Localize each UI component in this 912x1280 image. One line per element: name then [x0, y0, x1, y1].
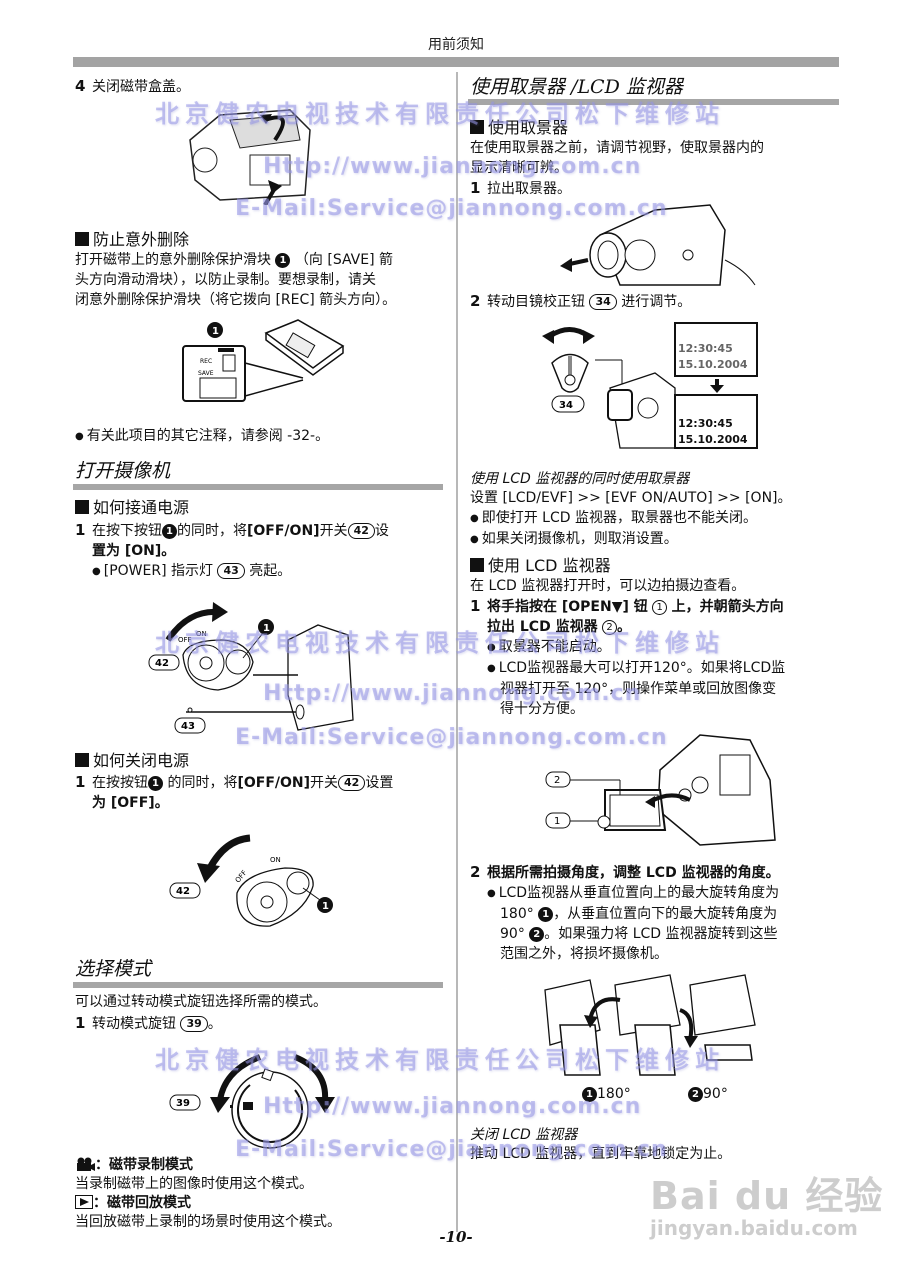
header-bar	[73, 57, 839, 67]
lcd-subtitle: 使用 LCD 监视器	[470, 555, 611, 577]
section-title-viewfinder-lcd: 使用取景器 /LCD 监视器	[470, 76, 683, 98]
viewfinder-subtitle: 使用取景器	[470, 117, 568, 139]
section-title-power-on: 打开摄像机	[75, 460, 171, 482]
ref-42-badge: 42	[347, 523, 375, 539]
power-on-subtitle: 如何接通电源	[75, 497, 189, 519]
arrow-down-icon	[710, 379, 724, 393]
power-off-subtitle: 如何关闭电源	[75, 750, 189, 772]
mode-list: ：磁带录制模式 当录制磁带上的图像时使用这个模式。 ：磁带回放模式 当回放磁带上…	[75, 1156, 450, 1232]
marker-1-icon: 1	[582, 1087, 597, 1102]
svg-text:1: 1	[322, 901, 329, 912]
open-lcd-illustration: 2 1	[545, 734, 776, 846]
lcd-rotation-illustration	[544, 974, 756, 1076]
movie-camera-icon	[77, 1157, 95, 1171]
close-cassette-cover-illustration	[189, 109, 311, 205]
simultaneous-use-title: 使用 LCD 监视器的同时使用取景器	[470, 471, 690, 487]
eyepiece-correction-knob-illustration: 34	[542, 327, 676, 449]
ref-39-badge: 39	[180, 1016, 208, 1032]
ref-43-badge: 43	[217, 563, 245, 579]
column-divider	[456, 72, 458, 1232]
baidu-jingyan-watermark: Bai du 经验 jingyan.baidu.com	[650, 1174, 884, 1240]
svg-text:42: 42	[176, 886, 190, 897]
svg-text:REC: REC	[200, 358, 212, 365]
mode-item-tape-record: ：磁带录制模式	[75, 1156, 450, 1174]
close-lcd-title: 关闭 LCD 监视器	[470, 1127, 578, 1143]
ref-42-badge: 42	[338, 775, 366, 791]
svg-text:39: 39	[176, 1098, 190, 1109]
mode-dial-illustration: 39	[169, 1054, 335, 1149]
svg-text:1: 1	[263, 623, 270, 634]
section-square-icon	[75, 753, 89, 767]
marker-1-icon: 1	[275, 253, 291, 268]
section-bar	[73, 982, 443, 988]
erase-prevention-body: 打开磁带上的意外删除保护滑块 1 （向 [SAVE] 箭 头方向滑动滑块），以防…	[75, 252, 397, 308]
erase-prevention-title: 防止意外删除	[75, 229, 189, 251]
section-square-icon	[470, 120, 484, 134]
svg-text:43: 43	[181, 721, 195, 732]
marker-1-icon: 1	[148, 776, 163, 791]
ref-1-badge: 1	[652, 600, 668, 615]
mode-item-tape-playback: ：磁带回放模式	[75, 1194, 450, 1212]
section-bar	[73, 484, 443, 490]
play-icon	[75, 1195, 93, 1209]
page-number: -10-	[439, 1228, 473, 1246]
viewfinder-display-clear: 12:30:45 15.10.2004	[674, 394, 758, 449]
section-square-icon	[75, 500, 89, 514]
svg-text:1: 1	[554, 816, 560, 827]
close-lcd-text: 推动 LCD 监视器，直到牢靠地锁定为止。	[470, 1146, 732, 1162]
tape-cassette-illustration: 1 REC SAVE	[182, 319, 345, 402]
svg-text:ON: ON	[196, 630, 207, 638]
svg-text:1: 1	[212, 326, 219, 337]
mode-intro: 可以通过转动模式旋钮选择所需的模式。	[75, 994, 327, 1010]
note-see-page-32: 有关此项目的其它注释，请参阅 -32-。	[75, 426, 329, 447]
svg-text:34: 34	[559, 400, 573, 411]
section-bar	[468, 99, 839, 105]
section-title-select-mode: 选择模式	[75, 958, 152, 980]
marker-1-icon: 1	[162, 524, 177, 539]
power-off-switch-illustration: OFF ON 1 42	[169, 834, 333, 927]
pull-viewfinder-illustration	[560, 204, 756, 286]
page-header-title: 用前须知	[428, 37, 484, 53]
ref-34-badge: 34	[589, 294, 617, 310]
viewfinder-display-blurry: 12:30:45 15.10.2004	[674, 322, 758, 377]
svg-text:ON: ON	[270, 856, 281, 864]
marker-2-icon: 2	[688, 1087, 703, 1102]
section-square-icon	[470, 558, 484, 572]
svg-text:SAVE: SAVE	[198, 370, 214, 377]
svg-text:42: 42	[155, 658, 169, 669]
marker-1-icon: 1	[538, 907, 554, 922]
svg-text:2: 2	[554, 775, 560, 786]
ref-2-badge: 2	[602, 620, 618, 635]
marker-2-icon: 2	[529, 927, 545, 942]
power-on-switch-illustration: OFF ON 1 42 43	[148, 602, 354, 734]
simultaneous-use-body: 设置 [LCD/EVF] >> [EVF ON/AUTO] >> [ON]。 即…	[470, 488, 845, 550]
svg-text:OFF: OFF	[178, 636, 192, 644]
section-square-icon	[75, 232, 89, 246]
